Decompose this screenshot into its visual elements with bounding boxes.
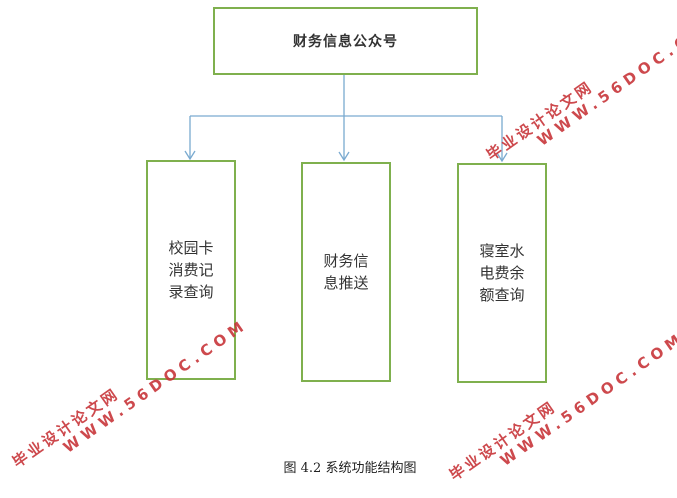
root-node: 财务信息公众号 — [213, 7, 478, 75]
arrow-head-2 — [338, 151, 350, 162]
arrow-head-3 — [496, 152, 508, 163]
arrow-head-1 — [184, 150, 196, 161]
child-node-label: 财务信息推送 — [323, 252, 369, 292]
child-node-label: 寝室水电费余额查询 — [479, 242, 525, 304]
child-node-utility-query: 寝室水电费余额查询 — [457, 163, 547, 383]
child-node-finance-push: 财务信息推送 — [301, 162, 391, 382]
root-node-label: 财务信息公众号 — [293, 34, 398, 50]
connectors — [184, 75, 508, 163]
child-node-label: 校园卡消费记录查询 — [168, 239, 214, 301]
child-node-card-query: 校园卡消费记录查询 — [146, 160, 236, 380]
figure-caption: 图 4.2 系统功能结构图 — [283, 461, 417, 476]
